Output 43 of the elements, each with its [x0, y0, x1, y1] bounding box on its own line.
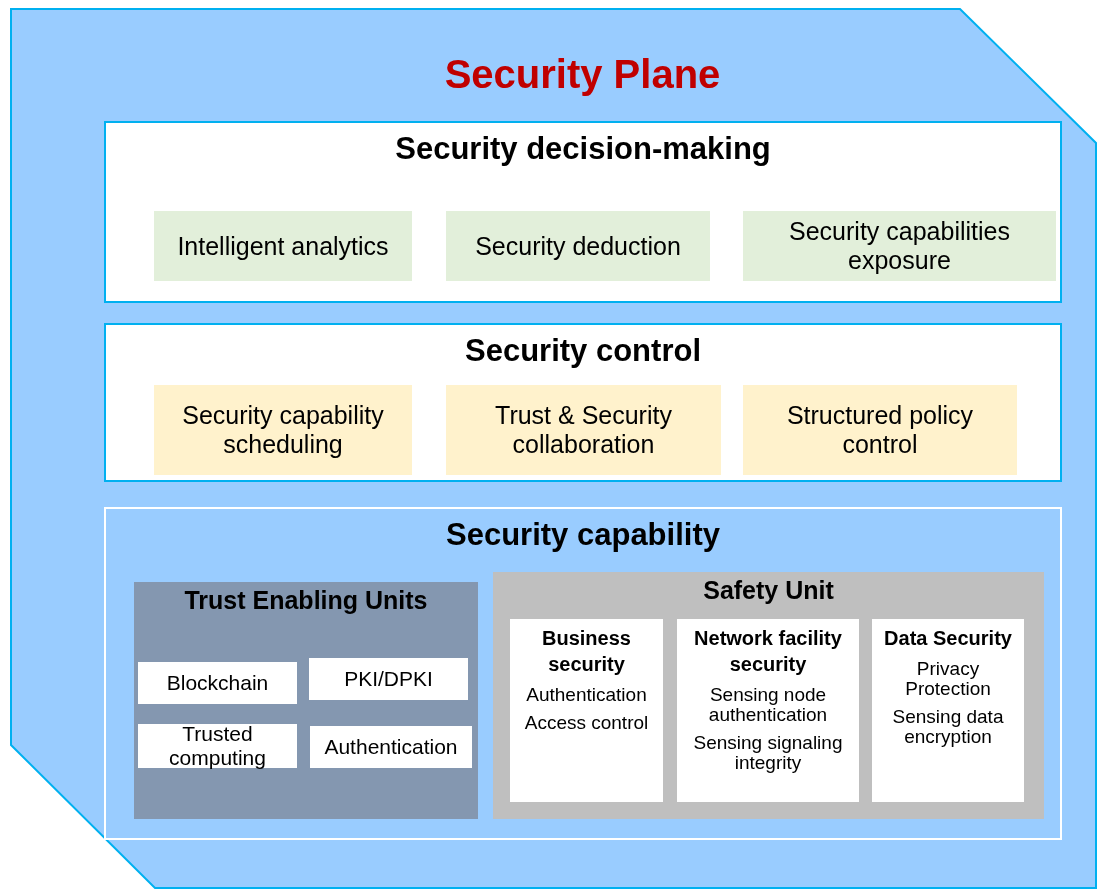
layer-panel: [104, 323, 1062, 482]
unit-panel: [493, 572, 1044, 819]
security-card: [510, 619, 663, 802]
function-box: [743, 211, 1056, 281]
box-label: Security deduction: [474, 231, 682, 261]
card-item: Sensing signaling integrity: [692, 732, 844, 773]
unit-title: Safety Unit: [702, 576, 835, 605]
box-label: Authentication: [323, 734, 459, 760]
box-label: Security capability scheduling: [181, 401, 385, 459]
box-label: Trusted computing: [168, 721, 267, 771]
plane-title: Security Plane: [443, 52, 722, 97]
layer-panel: [104, 507, 1062, 840]
box-label: Security capabilities exposure: [788, 217, 1011, 275]
security-card: [872, 619, 1024, 802]
function-box: [154, 385, 412, 475]
card-item: Access control: [523, 712, 650, 733]
layer-title: Security control: [464, 333, 702, 369]
box-label: PKI/DPKI: [343, 666, 434, 692]
card-item: Privacy Protection: [904, 659, 992, 699]
box-label: Blockchain: [165, 670, 270, 696]
unit-panel: [134, 582, 478, 819]
card-item: Authentication: [525, 685, 648, 705]
security-card: [677, 619, 859, 802]
function-box: [446, 211, 710, 281]
layer-title: Security decision-making: [394, 131, 772, 167]
card-title: Data Security: [883, 626, 1013, 651]
function-box: [743, 385, 1017, 475]
function-box: [138, 724, 297, 768]
layer-panel: [104, 121, 1062, 303]
card-title: Network facility security: [693, 626, 843, 677]
function-box: [138, 662, 297, 704]
card-item: Sensing data encryption: [891, 706, 1005, 747]
function-box: [446, 385, 721, 475]
function-box: [310, 726, 472, 768]
box-label: Structured policy control: [785, 401, 975, 459]
card-title: Business security: [541, 626, 632, 677]
unit-title: Trust Enabling Units: [183, 586, 429, 615]
box-label: Trust & Security collaboration: [494, 401, 673, 459]
card-item: Sensing node authentication: [707, 685, 829, 725]
box-label: Intelligent analytics: [176, 231, 390, 261]
function-box: [154, 211, 412, 281]
function-box: [309, 658, 468, 700]
layer-title: Security capability: [445, 517, 721, 553]
